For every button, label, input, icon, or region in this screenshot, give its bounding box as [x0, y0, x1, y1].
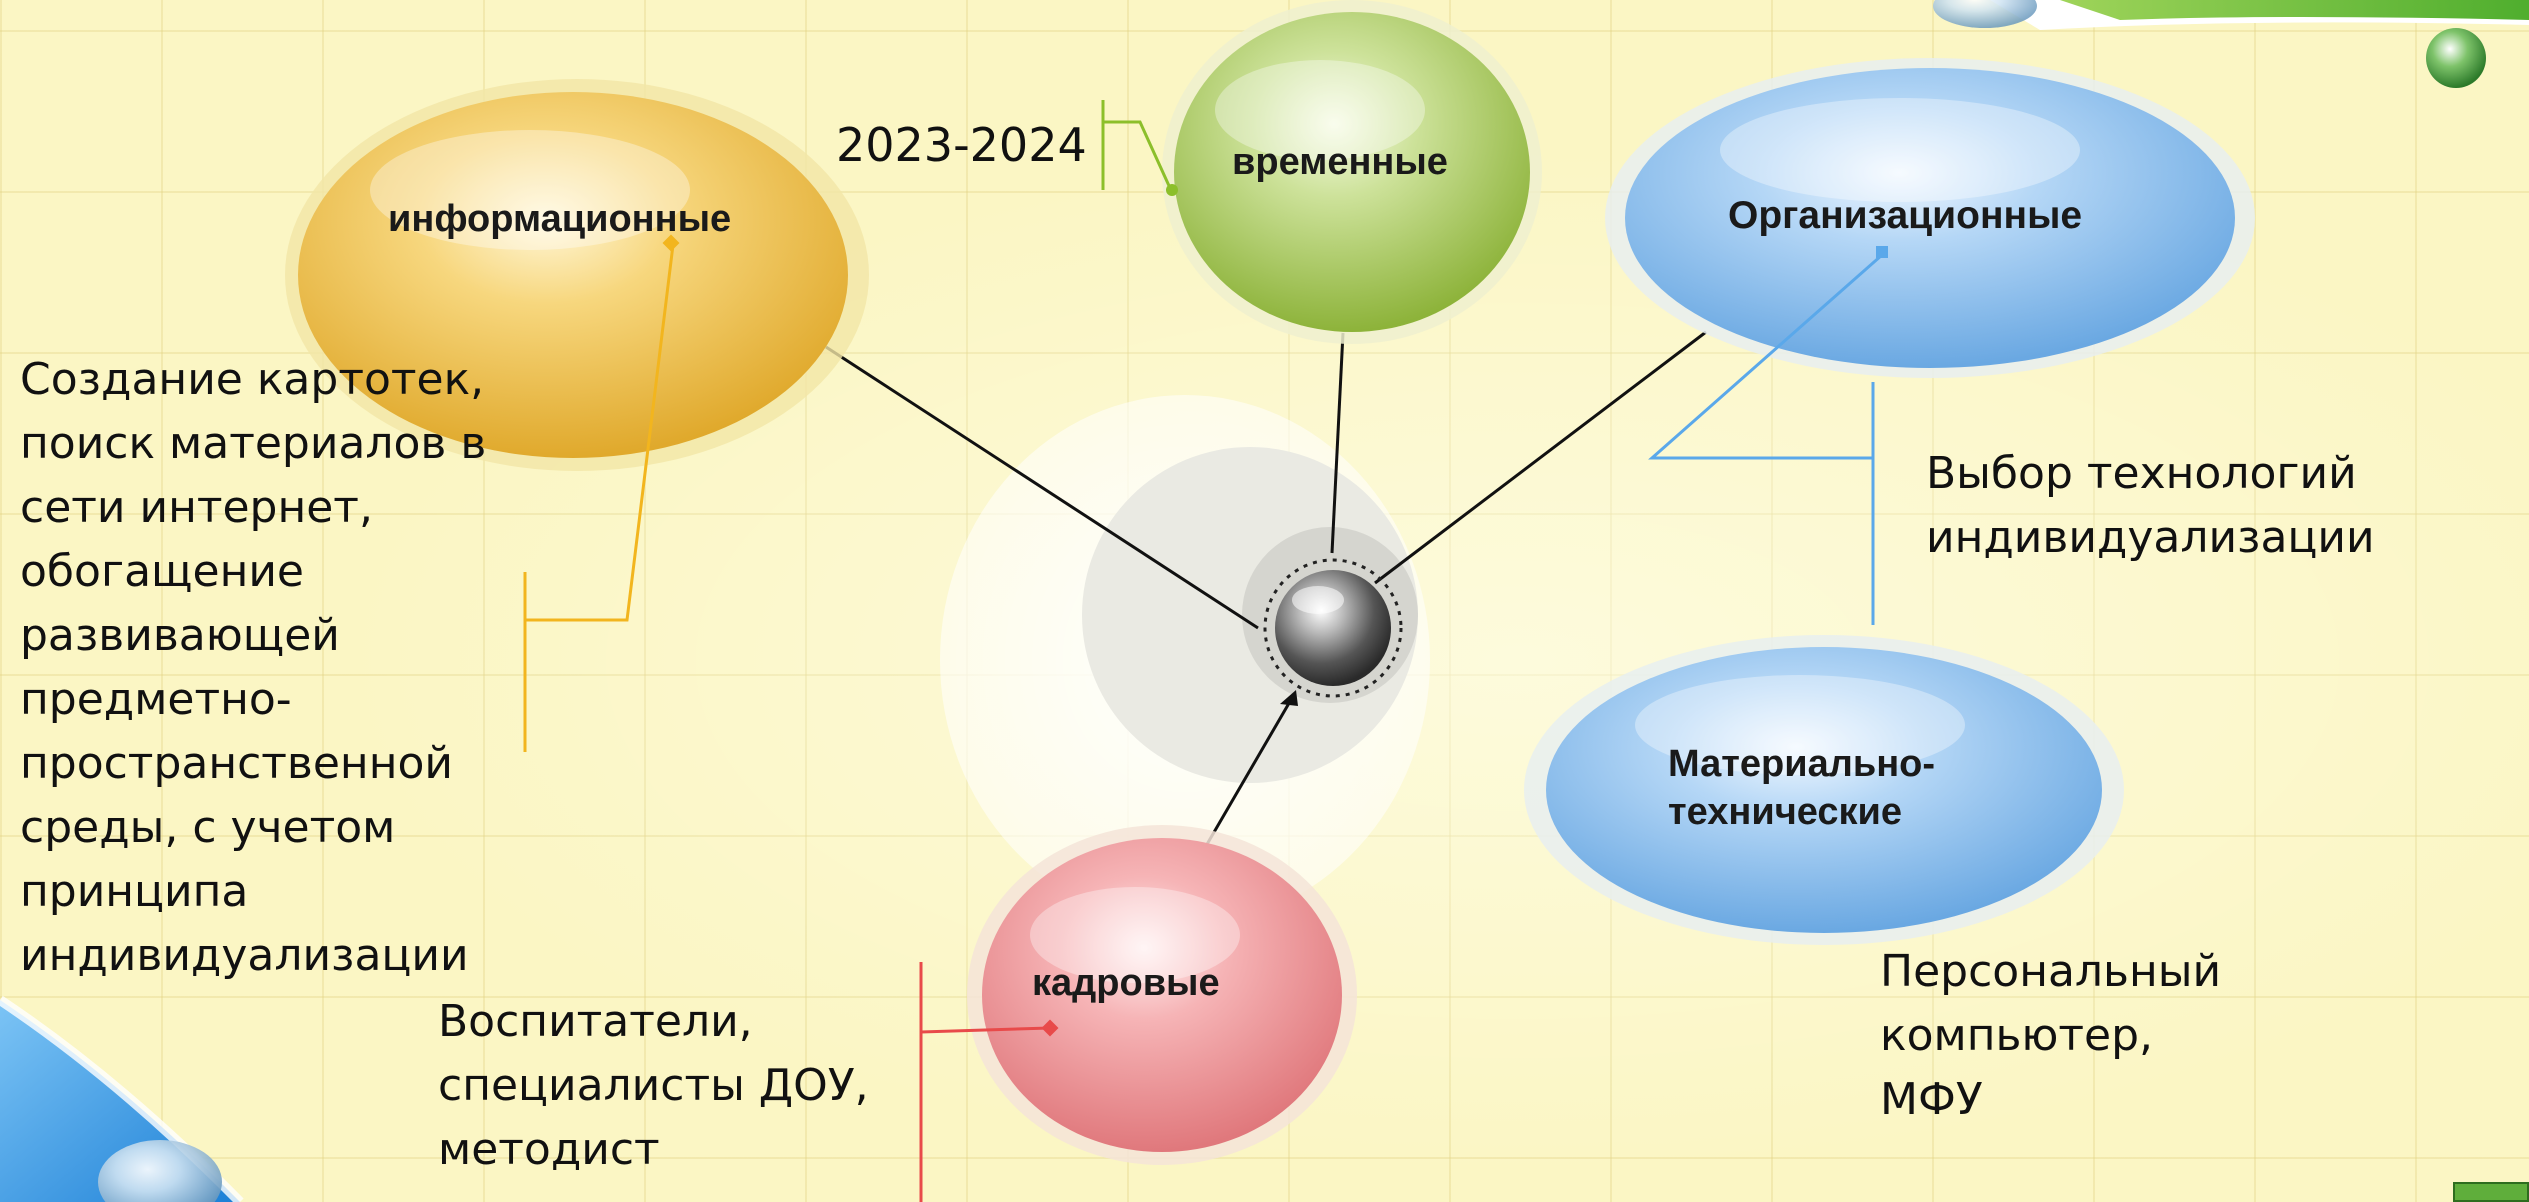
callout-personnel — [919, 962, 1051, 1202]
top-right-decoration — [1933, 0, 2529, 88]
node-informational-shape — [285, 79, 869, 471]
hub-sphere — [1263, 558, 1403, 698]
node-personnel-label: кадровые — [1032, 962, 1220, 1004]
callout-temporal-dot — [1166, 184, 1178, 196]
node-informational-label: информационные — [388, 198, 732, 240]
callout-organizational-dot — [1876, 246, 1888, 258]
callout-informational — [523, 244, 675, 752]
node-personnel-shape — [967, 825, 1357, 1165]
node-temporal-shape — [1162, 0, 1542, 344]
slide-corner-tab — [2453, 1182, 2529, 1202]
node-material-label: Материально- технические — [1668, 743, 1936, 833]
informational-description: Создание картотек, поиск материалов в се… — [20, 354, 487, 981]
callout-informational-dot — [662, 234, 680, 252]
period-text: 2023-2024 — [836, 118, 1087, 172]
node-material-shape — [1524, 635, 2124, 945]
organizational-description: Выбор технологий индивидуализации — [1926, 448, 2375, 563]
hub-connectors — [825, 330, 1707, 847]
material-description: Персональный компьютер, МФУ — [1880, 946, 2222, 1125]
node-organizational-label: Организационные — [1728, 194, 2083, 237]
arrowhead — [1280, 690, 1298, 706]
personnel-description: Воспитатели, специалисты ДОУ, методист — [438, 996, 869, 1175]
callout-personnel-dot — [1041, 1019, 1059, 1037]
bottom-left-decoration — [0, 995, 244, 1202]
callout-organizational — [1648, 253, 1883, 625]
callout-temporal — [1101, 100, 1172, 190]
node-temporal-label: временные — [1232, 141, 1448, 183]
node-organizational-shape — [1605, 58, 2255, 378]
